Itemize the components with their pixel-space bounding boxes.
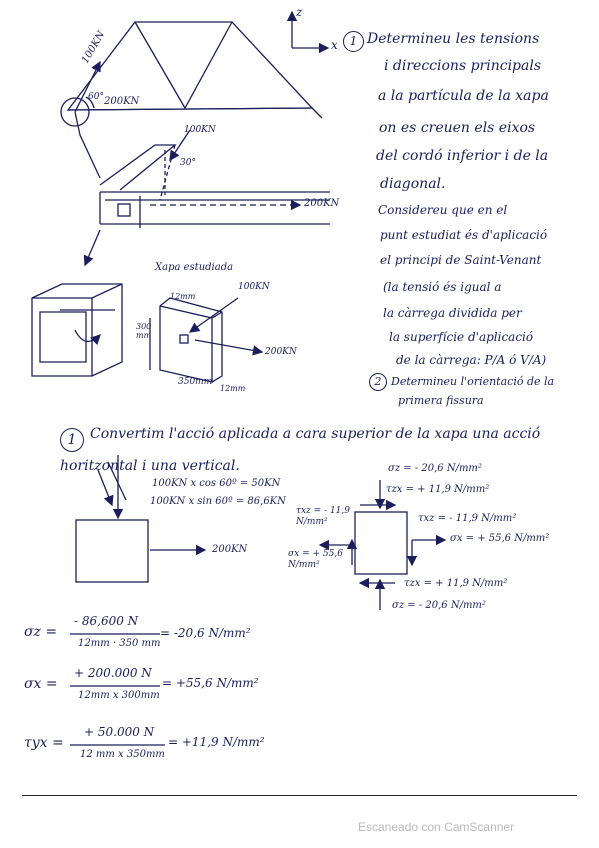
problem-line: la superfície d'aplicació bbox=[389, 330, 534, 344]
problem-line: diagonal. bbox=[380, 176, 446, 192]
tau-zx-top: τzx = + 11,9 N/mm² bbox=[386, 484, 490, 495]
problem-line: on es creuen els eixos bbox=[379, 120, 536, 136]
plate-thickness-label: 12mm bbox=[170, 292, 196, 301]
truss-diagram bbox=[60, 21, 323, 179]
problem-line: la càrrega dividida per bbox=[383, 306, 522, 320]
plate-diagram bbox=[149, 297, 264, 383]
tau-xz-left: τxz = - 11,9 N/mm² bbox=[296, 506, 350, 527]
problem-number-2: 2 bbox=[369, 373, 387, 391]
plate-height-label: 300 mm bbox=[136, 322, 152, 340]
horizontal-force-label: 200KN bbox=[212, 544, 248, 555]
axis-x-label: x bbox=[331, 38, 338, 52]
sigma-x-lhs: σx = bbox=[24, 676, 58, 692]
problem-line: del cordó inferior i de la bbox=[376, 148, 549, 164]
solution-number: 1 bbox=[60, 428, 84, 452]
tau-yx-denominator: 12 mm x 350mm bbox=[80, 749, 165, 760]
sigma-z-numerator: - 86,600 N bbox=[74, 614, 139, 628]
page-bottom-rule bbox=[22, 795, 577, 796]
problem-line: Determineu les tensions bbox=[367, 31, 540, 47]
sigma-z-result: = -20,6 N/mm² bbox=[160, 626, 251, 640]
tau-yx-numerator: + 50.000 N bbox=[84, 725, 155, 739]
truss-200kn-label: 200KN bbox=[104, 96, 140, 107]
tau-zx-bottom: τzx = + 11,9 N/mm² bbox=[404, 578, 508, 589]
section-3d-diagram bbox=[31, 283, 123, 377]
problem-line: a la partícula de la xapa bbox=[378, 88, 549, 104]
problem-line: el principi de Saint-Venant bbox=[380, 253, 542, 267]
sigma-x-right: σx = + 55,6 N/mm² bbox=[450, 533, 550, 544]
stress-element-diagram bbox=[318, 480, 447, 610]
scanner-watermark: Escaneado con CamScanner bbox=[358, 820, 515, 834]
solution-line-1: Convertim l'acció aplicada a cara superi… bbox=[90, 426, 541, 442]
sigma-z-top: σz = - 20,6 N/mm² bbox=[388, 463, 482, 474]
plate-title: Xapa estudiada bbox=[155, 262, 234, 273]
problem-line: de la càrrega: P/A ó V/A) bbox=[396, 353, 547, 367]
plate-thickness-label-2: 12mm bbox=[220, 384, 246, 393]
detail-angle-label: 30° bbox=[180, 158, 196, 168]
plate-100kn-label: 100KN bbox=[238, 282, 270, 292]
plate-width-label: 350mm bbox=[178, 377, 213, 387]
solution-line-2: horitzontal i una vertical. bbox=[60, 458, 240, 474]
sigma-z-denominator: 12mm · 350 mm bbox=[78, 638, 161, 649]
sigma-x-numerator: + 200.000 N bbox=[74, 666, 152, 680]
problem-line: primera fissura bbox=[398, 394, 484, 407]
cos-component: 100KN x cos 60º = 50KN bbox=[152, 478, 281, 489]
problem-line: i direccions principals bbox=[384, 58, 542, 74]
problem-line: Determineu l'orientació de la bbox=[391, 375, 555, 388]
joint-detail-diagram bbox=[83, 129, 330, 267]
sigma-x-result: = +55,6 N/mm² bbox=[162, 676, 259, 690]
axis-z-label: z bbox=[296, 5, 303, 19]
detail-200kn-label: 200KN bbox=[304, 198, 340, 209]
problem-number-1: 1 bbox=[343, 31, 364, 52]
problem-line: Considereu que en el bbox=[378, 203, 508, 217]
detail-100kn-label: 100KN bbox=[184, 125, 216, 135]
force-decomposition-diagram bbox=[75, 455, 207, 583]
problem-line: (la tensió és igual a bbox=[383, 280, 502, 294]
tau-yx-lhs: τyx = bbox=[24, 735, 64, 751]
sigma-x-left: σx = + 55,6 N/mm² bbox=[288, 549, 343, 570]
tau-yx-result: = +11,9 N/mm² bbox=[168, 735, 265, 749]
plate-200kn-label: 200KN bbox=[265, 347, 297, 357]
sigma-z-bottom: σz = - 20,6 N/mm² bbox=[392, 600, 486, 611]
tau-xz-right: τxz = - 11,9 N/mm² bbox=[418, 513, 517, 524]
sigma-z-lhs: σz = bbox=[24, 624, 58, 640]
sin-component: 100KN x sin 60º = 86,6KN bbox=[150, 496, 286, 507]
truss-angle-label: 60° bbox=[88, 92, 104, 102]
sigma-x-denominator: 12mm x 300mm bbox=[78, 690, 160, 701]
problem-line: punt estudiat és d'aplicació bbox=[380, 228, 548, 242]
